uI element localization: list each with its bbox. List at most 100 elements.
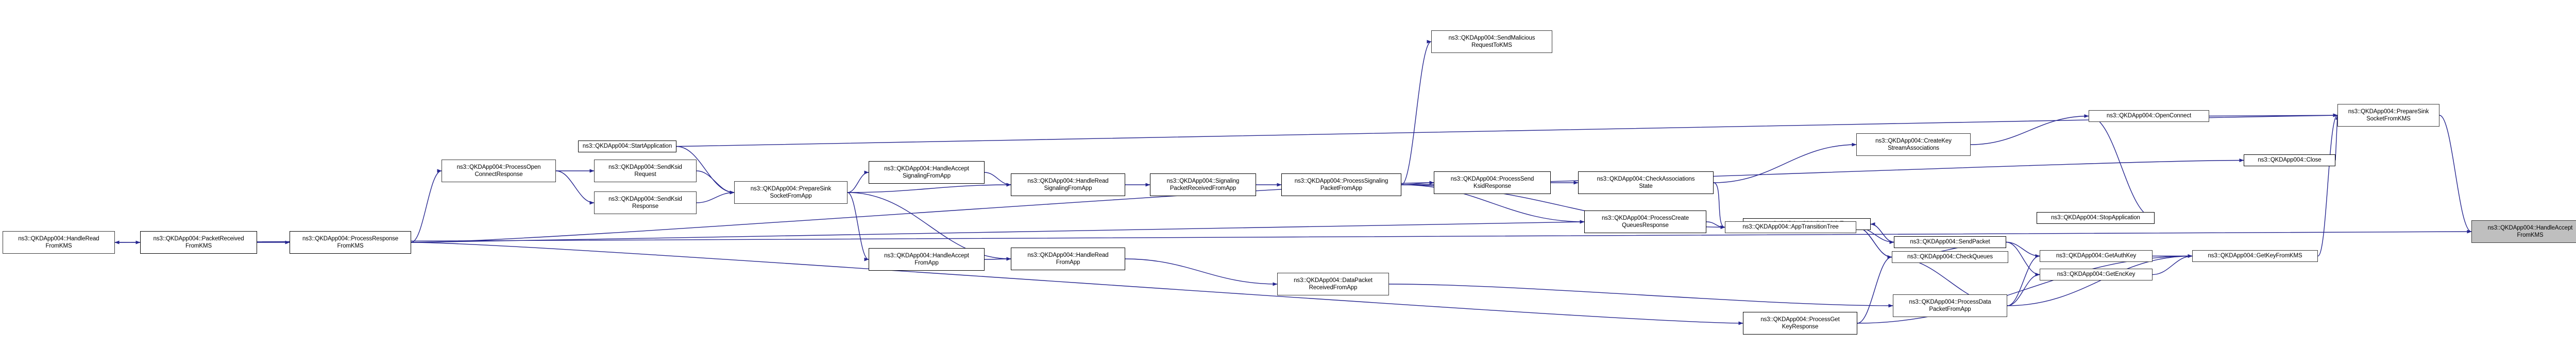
graph-node-label: ns3::QKDApp004::CreateKey StreamAssociat… [1875,137,1952,151]
graph-node-send_ksid_response[interactable]: ns3::QKDApp004::SendKsid Response [594,191,697,214]
graph-node-label: ns3::QKDApp004::SendKsid Request [608,164,682,178]
graph-node-handle_accept_from_app[interactable]: ns3::QKDApp004::HandleAccept FromApp [869,248,985,271]
graph-node-stop_application[interactable]: ns3::QKDApp004::StopApplication [2037,212,2155,224]
graph-node-label: ns3::QKDApp004::ProcessGet KeyResponse [1760,316,1840,330]
graph-node-get_enc_key[interactable]: ns3::QKDApp004::GetEncKey [2040,269,2153,280]
graph-node-get_auth_key[interactable]: ns3::QKDApp004::GetAuthKey [2040,250,2153,262]
graph-node-label: ns3::QKDApp004::PacketReceived FromKMS [153,235,244,249]
graph-node-label: ns3::QKDApp004::ProcessResponse FromKMS [302,235,399,249]
graph-node-label: ns3::QKDApp004::StartApplication [582,143,672,150]
graph-node-handle_accept_signaling_app[interactable]: ns3::QKDApp004::HandleAccept SignalingFr… [869,161,985,184]
graph-node-check_queues[interactable]: ns3::QKDApp004::CheckQueues [1892,251,2008,263]
graph-node-label: ns3::QKDApp004::HandleRead FromKMS [18,235,99,249]
graph-node-label: ns3::QKDApp004::HandleRead FromApp [1027,252,1109,266]
graph-edge-process_data_packet_from_app--to--get_auth_key [2007,254,2040,306]
graph-node-process_data_packet_from_app[interactable]: ns3::QKDApp004::ProcessData PacketFromAp… [1893,294,2007,317]
graph-node-label: ns3::QKDApp004::GetAuthKey [2056,253,2137,259]
graph-node-label: ns3::QKDApp004::HandleAccept FromApp [884,252,969,266]
graph-node-handle_read_signaling_app[interactable]: ns3::QKDApp004::HandleRead SignalingFrom… [1011,173,1125,196]
graph-edge-process_data_packet_from_app--to--get_key_from_kms [2007,254,2193,306]
graph-edge-process_signaling_packet_app--to--send_malicious_request_kms [1401,40,1432,185]
graph-edge-data_packet_received_from_app--to--process_data_packet_from_app [1388,284,1893,308]
graph-edge-handle_accept_signaling_app--to--handle_read_signaling_app [984,172,1011,187]
graph-edge-handle_accept_from_kms--to--handle_read_from_kms [114,231,2472,244]
graph-node-process_open_connect_response[interactable]: ns3::QKDApp004::ProcessOpen ConnectRespo… [442,160,556,182]
graph-edge-send_ksid_request--to--prepare_sink_socket_from_app [696,170,735,195]
graph-node-label: ns3::QKDApp004::Close [2258,157,2321,164]
graph-node-label: ns3::QKDApp004::ProcessData PacketFromAp… [1909,299,1991,312]
graph-node-packet_received_from_kms[interactable]: ns3::QKDApp004::PacketReceived FromKMS [140,231,257,254]
graph-edge-process_response_from_kms--to--process_create_queues_response [411,220,1585,243]
graph-edge-prepare_sink_socket_from_app--to--handle_accept_signaling_app [847,170,869,193]
graph-node-signaling_packet_received_app[interactable]: ns3::QKDApp004::Signaling PacketReceived… [1150,173,1256,196]
graph-node-handle_read_from_kms[interactable]: ns3::QKDApp004::HandleRead FromKMS [3,231,115,254]
graph-node-label: ns3::QKDApp004::SendPacket [1910,239,1990,245]
graph-edge-send_ksid_response--to--prepare_sink_socket_from_app [696,190,735,203]
graph-edge-check_associations_state--to--create_key_stream_associations [1713,143,1857,183]
graph-edge-send_packet--to--schedule_tx [1870,222,1894,243]
graph-node-label: ns3::QKDApp004::GetKeyFromKMS [2208,253,2302,259]
graph-edge-process_create_queues_response--to--app_transition_tree [1706,221,1725,229]
graph-node-process_signaling_packet_app[interactable]: ns3::QKDApp004::ProcessSignaling PacketF… [1281,173,1401,196]
graph-node-label: ns3::QKDApp004::PrepareSink SocketFromKM… [2348,108,2429,122]
graph-node-label: ns3::QKDApp004::StopApplication [2051,215,2140,221]
graph-edge-app_transition_tree--to--check_queues [1856,226,1892,259]
graph-edge-process_open_connect_response--to--send_ksid_response [555,170,595,205]
graph-node-label: ns3::QKDApp004::SendMalicious RequestToK… [1448,34,1535,48]
graph-node-data_packet_received_from_app[interactable]: ns3::QKDApp004::DataPacket ReceivedFromA… [1277,273,1389,295]
graph-edge-get_key_from_kms--to--prepare_sink_socket_from_kms [2317,113,2338,257]
graph-node-app_transition_tree[interactable]: ns3::QKDApp004::AppTransitionTree [1725,221,1856,233]
graph-node-process_send_ksid_response[interactable]: ns3::QKDApp004::ProcessSend KsidResponse [1434,171,1551,194]
graph-edge-get_enc_key--to--get_key_from_kms [2152,254,2193,275]
graph-node-handle_accept_from_kms[interactable]: ns3::QKDApp004::HandleAccept FromKMS [2471,220,2576,243]
graph-node-label: ns3::QKDApp004::SendKsid Response [608,196,682,209]
graph-node-label: ns3::QKDApp004::OpenConnect [2106,113,2192,119]
graph-edge-send_packet--to--get_enc_key [2006,241,2040,276]
graph-edge-send_packet--to--get_auth_key [2006,241,2040,258]
graph-edge-process_get_key_response--to--check_queues [1857,255,1892,324]
graph-node-create_key_stream_associations[interactable]: ns3::QKDApp004::CreateKey StreamAssociat… [1856,133,1971,156]
graph-node-label: ns3::QKDApp004::CheckQueues [1907,254,1993,260]
graph-node-label: ns3::QKDApp004::DataPacket ReceivedFromA… [1294,277,1372,291]
graph-node-label: ns3::QKDApp004::HandleAccept FromKMS [2487,224,2573,238]
graph-node-label: ns3::QKDApp004::PrepareSink SocketFromAp… [750,185,832,199]
graph-node-label: ns3::QKDApp004::ProcessCreate QueuesResp… [1601,215,1689,229]
graph-node-label: ns3::QKDApp004::ProcessSend KsidResponse [1450,176,1534,189]
graph-node-prepare_sink_socket_from_kms[interactable]: ns3::QKDApp004::PrepareSink SocketFromKM… [2337,104,2439,127]
graph-node-process_create_queues_response[interactable]: ns3::QKDApp004::ProcessCreate QueuesResp… [1584,210,1706,233]
graph-edge-check_queues--to--app_transition_tree [1856,225,1892,258]
graph-node-check_associations_state[interactable]: ns3::QKDApp004::CheckAssociations State [1578,171,1714,194]
graph-edge-stop_application--to--open_connect [2088,114,2155,219]
graph-node-send_packet[interactable]: ns3::QKDApp004::SendPacket [1894,236,2006,248]
graph-edge-schedule_tx--to--send_packet [1870,223,1894,244]
graph-edge-open_connect--to--prepare_sink_socket_from_kms [2209,113,2338,117]
graph-node-process_response_from_kms[interactable]: ns3::QKDApp004::ProcessResponse FromKMS [290,231,411,254]
graph-edge-process_response_from_kms--to--process_open_connect_response [411,169,442,243]
graph-node-send_ksid_request[interactable]: ns3::QKDApp004::SendKsid Request [594,160,697,182]
graph-edge-prepare_sink_socket_from_kms--to--handle_accept_from_kms [2439,115,2472,234]
graph-node-handle_read_from_app[interactable]: ns3::QKDApp004::HandleRead FromApp [1011,248,1125,270]
graph-edge-process_signaling_packet_app--to--process_send_ksid_response [1401,181,1434,185]
graph-node-label: ns3::QKDApp004::CheckAssociations State [1597,176,1695,189]
graph-node-process_get_key_response[interactable]: ns3::QKDApp004::ProcessGet KeyResponse [1743,312,1857,335]
graph-node-label: ns3::QKDApp004::ProcessOpen ConnectRespo… [456,164,541,178]
graph-node-label: ns3::QKDApp004::HandleRead SignalingFrom… [1027,178,1109,191]
graph-node-label: ns3::QKDApp004::Signaling PacketReceived… [1166,178,1240,191]
graph-edge-prepare_sink_socket_from_app--to--handle_accept_from_app [847,192,869,261]
graph-edge-prepare_sink_socket_from_app--to--handle_read_signaling_app [847,183,1011,193]
graph-node-get_key_from_kms[interactable]: ns3::QKDApp004::GetKeyFromKMS [2192,250,2318,262]
graph-node-start_application[interactable]: ns3::QKDApp004::StartApplication [578,141,676,152]
graph-edge-check_associations_state--to--app_transition_tree [1713,182,1725,229]
graph-edge-create_key_stream_associations--to--open_connect [1970,114,2089,145]
graph-node-open_connect[interactable]: ns3::QKDApp004::OpenConnect [2089,110,2209,122]
graph-edge-handle_read_from_app--to--data_packet_received_from_app [1125,258,1278,286]
graph-node-send_malicious_request_kms[interactable]: ns3::QKDApp004::SendMalicious RequestToK… [1431,30,1552,53]
graph-node-label: ns3::QKDApp004::HandleAccept SignalingFr… [884,165,969,179]
graph-edge-process_response_from_kms--to--process_send_ksid_response [411,181,1434,243]
graph-node-label: ns3::QKDApp004::ProcessSignaling PacketF… [1294,178,1388,191]
graph-node-prepare_sink_socket_from_app[interactable]: ns3::QKDApp004::PrepareSink SocketFromAp… [734,181,848,204]
graph-node-label: ns3::QKDApp004::AppTransitionTree [1742,224,1839,231]
graph-node-close[interactable]: ns3::QKDApp004::Close [2244,154,2335,166]
graph-node-label: ns3::QKDApp004::GetEncKey [2057,271,2136,278]
